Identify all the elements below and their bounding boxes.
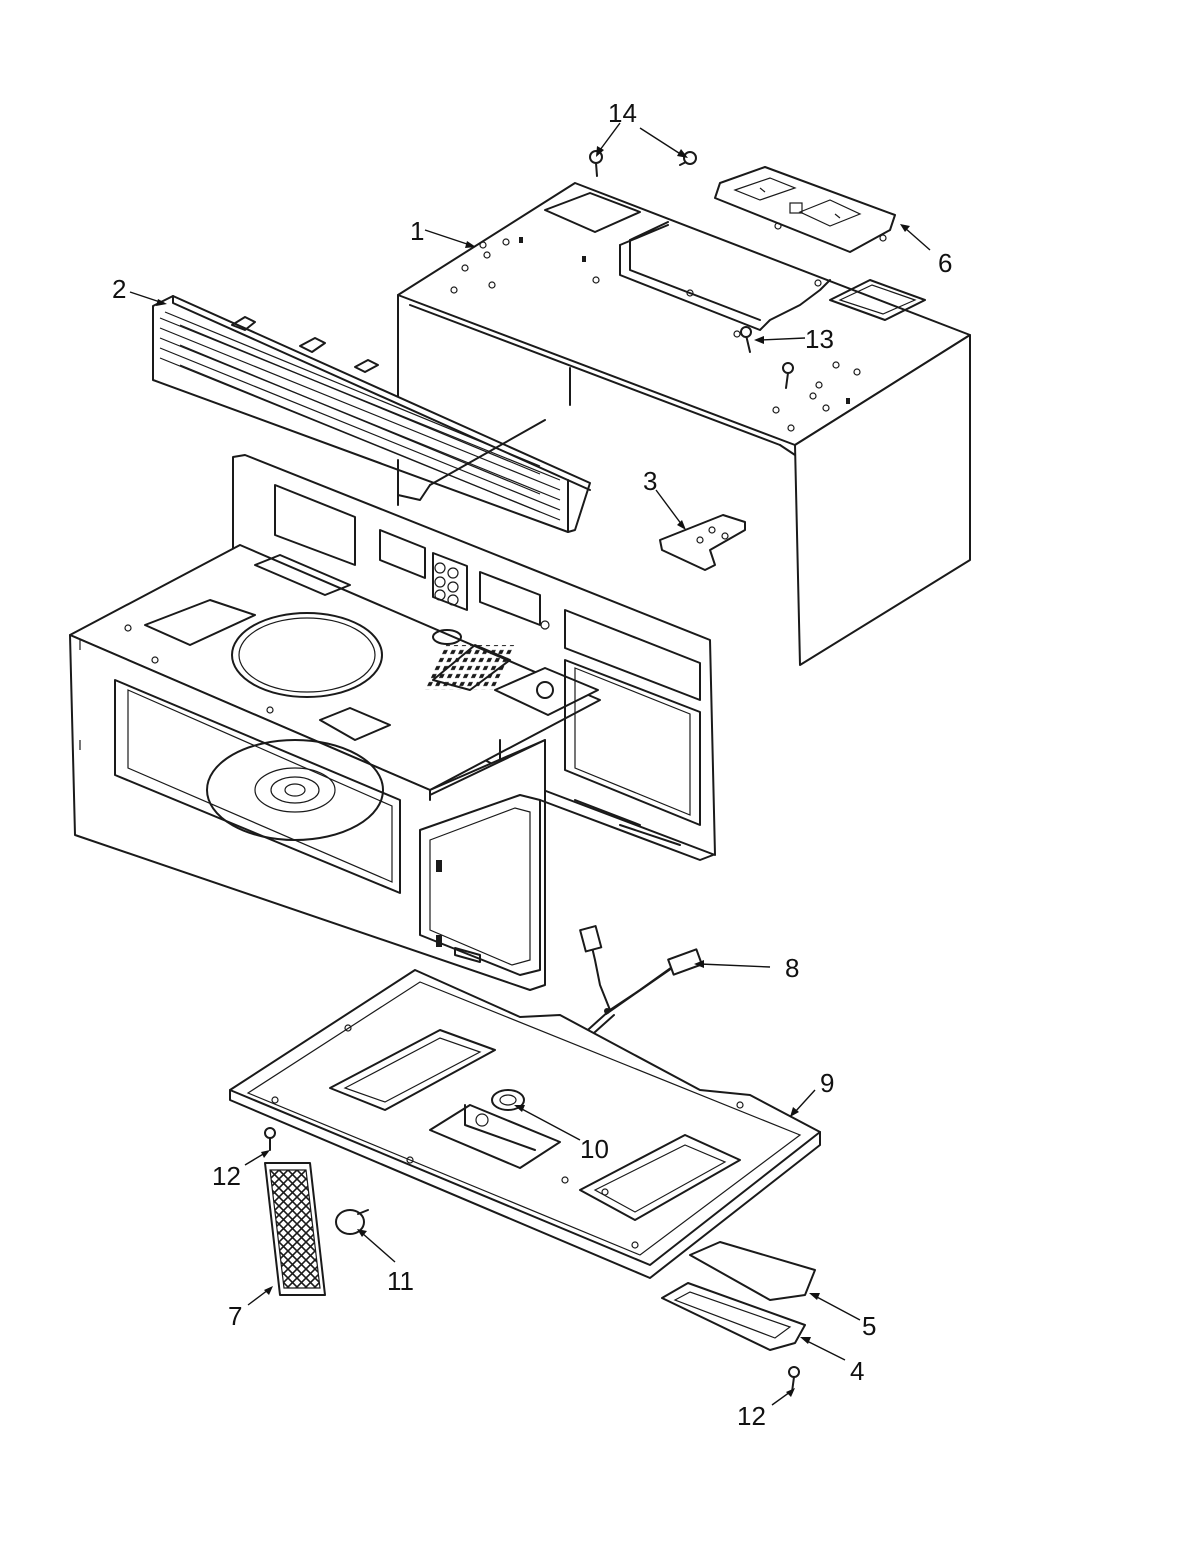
screw-14a [589, 150, 603, 177]
callout-7: 7 [228, 1301, 242, 1331]
callout-8: 8 [785, 953, 799, 983]
grille-slats [159, 311, 561, 521]
callout-1: 1 [410, 216, 424, 246]
callout-9: 9 [820, 1068, 834, 1098]
callout-10: 10 [580, 1134, 609, 1164]
callout-11: 11 [387, 1266, 414, 1296]
callout-labels: 1 2 3 4 5 6 7 8 9 10 11 12 12 13 14 [112, 98, 952, 1431]
callout-14: 14 [608, 98, 637, 128]
light-lens [335, 1209, 369, 1235]
grease-filter [264, 1162, 326, 1296]
callout-12a: 12 [212, 1161, 241, 1191]
screw-14b [679, 151, 697, 166]
bottom-plate [229, 969, 821, 1279]
callout-3: 3 [643, 466, 657, 496]
callout-5: 5 [862, 1311, 876, 1341]
callout-12b: 12 [737, 1401, 766, 1431]
leader-lines [129, 122, 931, 1406]
callout-2: 2 [112, 274, 126, 304]
callout-4: 4 [850, 1356, 864, 1386]
small-bracket [659, 514, 746, 571]
top-plate [714, 166, 896, 253]
screw-12a [264, 1127, 276, 1151]
callout-6: 6 [938, 248, 952, 278]
screw-13a [740, 326, 752, 353]
lamp-cover [689, 1241, 816, 1301]
screw-12b [788, 1366, 800, 1393]
lamp-frame [661, 1282, 806, 1351]
callout-13: 13 [805, 324, 834, 354]
screw-13b [782, 362, 794, 389]
vent-grille [152, 295, 591, 533]
oven-chassis [69, 454, 716, 991]
